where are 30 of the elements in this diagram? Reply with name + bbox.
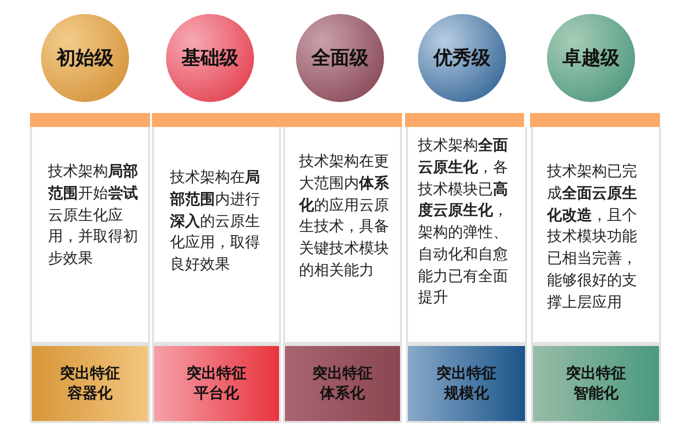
feature-box [406,344,527,423]
feature-box [30,344,150,423]
description-box [283,127,402,344]
description-box [531,127,661,344]
feature-text: 体系化 [320,384,365,403]
feature-text: 容器化 [68,384,112,403]
description-box [30,127,150,344]
feature-text: 突出特征 [186,364,246,384]
description-text: 技术架构局部范围开始尝试云原生化应用，并取得初步效果 [48,161,138,269]
feature-text: 突出特征 [436,364,496,384]
feature-text: 智能化 [574,384,618,403]
feature-text: 平台化 [194,384,239,403]
description-box [406,127,527,344]
level-label: 卓越级 [562,46,620,71]
feature-box [283,344,402,423]
feature-text: 规模化 [444,384,489,403]
description-text: 技术架构在局部范围内进行深入的云原生化应用，取得良好效果 [170,167,261,275]
level-label: 初始级 [56,46,114,71]
description-box [152,127,281,344]
feature-text: 突出特征 [566,364,626,384]
level-label: 优秀级 [434,46,490,71]
level-label: 基础级 [182,46,238,71]
feature-box [531,344,661,423]
description-text: 技术架构全面云原生化，各技术模块已高度云原生化，架构的弹性、自动化和自愈能力已有全面提升 [418,135,509,308]
description-text: 技术架构已完成全面云原生化改造，且个技术模块功能已相当完善，能够很好的支撑上层应用 [547,161,638,312]
feature-text: 突出特征 [312,364,372,384]
level-label: 全面级 [312,46,368,71]
description-text: 技术架构在更大范围内体系化的应用云原生技术，具备关键技术模块的相关能力 [299,151,390,281]
feature-text: 突出特征 [60,364,120,384]
feature-box [152,344,281,423]
